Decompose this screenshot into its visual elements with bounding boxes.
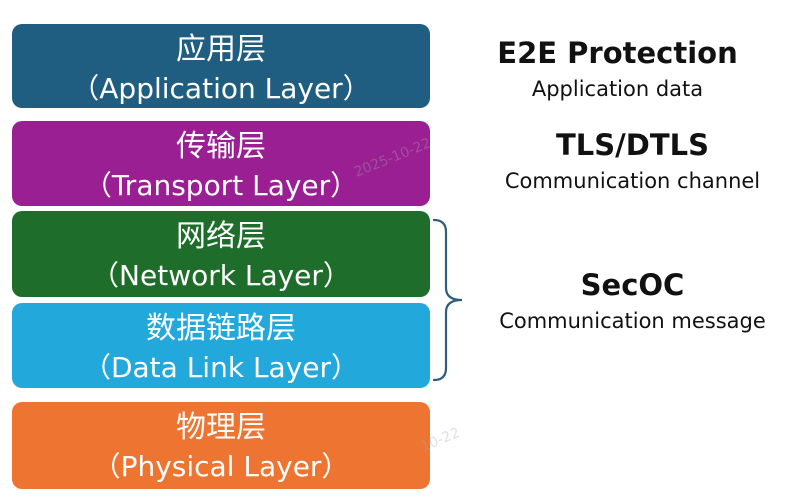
brace-path <box>432 218 463 382</box>
physical-layer-box: 物理层 （Physical Layer） <box>12 402 430 489</box>
e2e-protection-title: E2E Protection <box>497 36 738 70</box>
transport-layer-box: 传输层 （Transport Layer） <box>12 121 430 206</box>
network-layer-box: 网络层 （Network Layer） <box>12 211 430 297</box>
secoc-annotation: SecOC Communication message <box>465 268 800 334</box>
data-link-layer-english-label: （Data Link Layer） <box>82 351 360 384</box>
application-layer-chinese-label: 应用层 <box>176 32 266 67</box>
data-link-layer-chinese-label: 数据链路层 <box>146 311 296 346</box>
network-layer-chinese-label: 网络层 <box>176 219 266 254</box>
secoc-subtitle: Communication message <box>499 309 766 333</box>
e2e-protection-subtitle: Application data <box>531 77 704 101</box>
data-link-layer-box: 数据链路层 （Data Link Layer） <box>12 303 430 388</box>
application-layer-box: 应用层 （Application Layer） <box>12 24 430 108</box>
tls-dtls-title: TLS/DTLS <box>556 128 709 162</box>
secoc-title: SecOC <box>580 268 685 302</box>
network-layer-english-label: （Network Layer） <box>91 259 351 292</box>
physical-layer-chinese-label: 物理层 <box>176 410 266 445</box>
tls-dtls-annotation: TLS/DTLS Communication channel <box>465 128 800 194</box>
transport-layer-english-label: （Transport Layer） <box>83 169 359 202</box>
tls-dtls-subtitle: Communication channel <box>504 169 761 193</box>
transport-layer-chinese-label: 传输层 <box>176 129 266 164</box>
e2e-protection-annotation: E2E Protection Application data <box>480 36 755 102</box>
application-layer-english-label: （Application Layer） <box>71 72 371 105</box>
curly-brace-icon <box>432 218 463 382</box>
physical-layer-english-label: （Physical Layer） <box>92 450 350 483</box>
